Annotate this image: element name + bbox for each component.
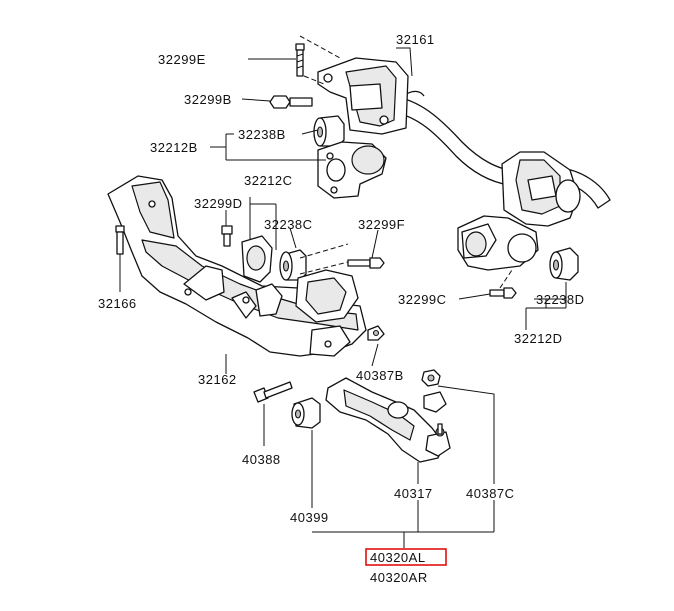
label-40387B: 40387B (356, 368, 404, 383)
label-40387C: 40387C (466, 486, 515, 501)
nut-40387C (421, 369, 441, 387)
label-32162: 32162 (198, 372, 237, 387)
label-32238D: 32238D (536, 292, 585, 307)
bushing-32238B (313, 115, 345, 147)
nut-40387B (367, 325, 385, 341)
stabilizer-bracket-left (317, 57, 409, 135)
part-labels: 32161 32299E 32299B 32238B 32212B 32212C… (98, 32, 585, 585)
label-32299E: 32299E (158, 52, 206, 67)
crossmember (107, 175, 367, 357)
bolt-32299F (347, 257, 385, 269)
label-32299F: 32299F (358, 217, 405, 232)
clamp-32212B (317, 141, 387, 199)
stabilizer-bracket-right (501, 151, 581, 227)
label-40388: 40388 (242, 452, 281, 467)
bolt-32299B (269, 95, 313, 109)
bushing-32238D (549, 247, 579, 281)
bolt-32166 (115, 225, 125, 255)
bolt-32299C (489, 287, 517, 299)
label-32299C: 32299C (398, 292, 447, 307)
clamp-32212C (241, 235, 273, 283)
bolt-40388 (253, 381, 293, 403)
label-40399: 40399 (290, 510, 329, 525)
label-40317: 40317 (394, 486, 433, 501)
bushing-32238C (279, 249, 307, 281)
clamp-32212D (457, 215, 539, 271)
label-32238B: 32238B (238, 127, 286, 142)
label-32212D: 32212D (514, 331, 563, 346)
label-32299B: 32299B (184, 92, 232, 107)
lower-arm-bushing-40399 (291, 397, 321, 429)
label-40320AL[interactable]: 40320AL (370, 550, 426, 565)
label-32161: 32161 (396, 32, 435, 47)
label-32212B: 32212B (150, 140, 198, 155)
leader-lines (119, 35, 567, 548)
bolt-32299E (295, 43, 305, 77)
label-32299D: 32299D (194, 196, 243, 211)
lower-arm (325, 377, 451, 463)
label-40320AR[interactable]: 40320AR (370, 570, 428, 585)
label-32212C: 32212C (244, 173, 293, 188)
highlight-box (365, 548, 447, 566)
label-32166: 32166 (98, 296, 137, 311)
bolt-32299D (221, 225, 233, 247)
label-32238C: 32238C (264, 217, 313, 232)
